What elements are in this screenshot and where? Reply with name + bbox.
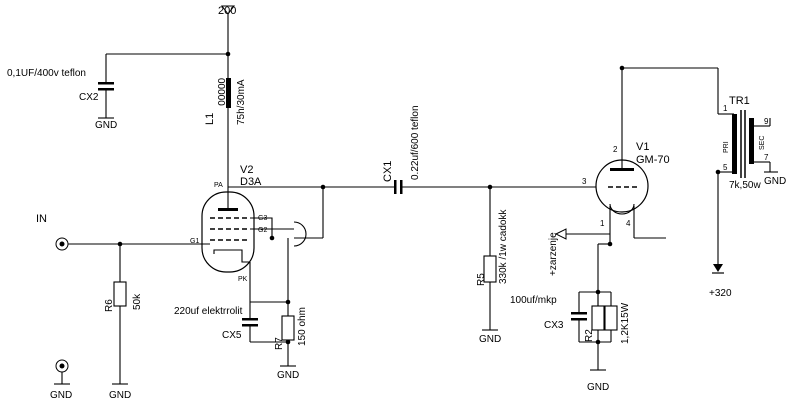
tr1-sec: SEC [759,136,766,150]
transformer-tr1: TR1 PRI SEC 1 5 9 7 7k,50w [718,95,770,191]
tube-v2: V2 D3A PA G3 G2 G1 PK [190,164,267,283]
v1-type: GM-70 [636,154,670,166]
r7-value: 150 ohm [297,307,308,346]
r5-ref: R5 [476,273,487,286]
cx5-value: 220uf elektrrolit [174,306,243,317]
supply-200-symbol: 200 [218,5,236,17]
cx1-ref: CX1 [382,161,394,182]
v2-pin-g2: G2 [258,227,267,234]
tr1-rating: 7k,50w [729,180,761,191]
v2-ref: V2 [240,164,253,176]
gnd-symbol-r6: GND [109,383,131,401]
cx2-value: 0,1UF/400v teflon [7,68,86,79]
l1-ref: L1 [204,113,216,125]
resistor-r7: R7 150 ohm [274,307,308,366]
tr1-pin-1: 1 [723,104,728,113]
r7-ref: R7 [274,337,285,350]
tr1-pin-9: 9 [764,117,769,126]
v2-pin-pk: PK [238,276,248,283]
filament-label: +zarzenje [548,232,559,276]
resistor-r2: R2 [584,292,605,342]
tr1-pri: PRI [723,141,730,153]
r2-value: 1,2K15W [620,302,631,344]
capacitor-cx2: 0,1UF/400v teflon CX2 [7,54,114,118]
inductor-l1: 00000 L1 75h/30mA [204,78,247,125]
input-label: IN [36,213,47,225]
cx3-value: 100uf/mkp [510,295,557,306]
gnd-symbol-r2: GND [587,369,609,393]
filament-supply: +zarzenje [548,228,610,276]
cx1-value: 0.22uf/600 teflon [410,105,421,180]
v2-pin-pa: PA [214,182,223,189]
gnd-label-r5: GND [479,334,501,345]
v1-pin-3: 3 [582,177,587,186]
gnd-symbol-r7: GND [277,365,299,381]
gnd-label-r2: GND [587,382,609,393]
v1-ref: V1 [636,141,649,153]
resistor-r2b: 1,2K15W [604,292,631,344]
tr1-pin-5: 5 [723,163,728,172]
supply-320-symbol: +320 [709,264,732,299]
r5-value: 330k /1w cadokk [498,209,509,284]
tr1-pin-7: 7 [764,153,769,162]
supply-320-label: +320 [709,288,732,299]
cx2-ref: CX2 [79,92,99,103]
gnd-symbol-cx2: GND [95,117,117,131]
resistor-r5: R5 330k /1w cadokk [476,187,509,330]
capacitor-cx5: 220uf elektrrolit CX5 [174,302,258,342]
gnd-label-jack: GND [50,390,72,401]
v2-pin-g1: G1 [190,238,199,245]
cx3-ref: CX3 [544,320,564,331]
gnd-label-r6: GND [109,390,131,401]
r2-ref: R2 [584,329,595,342]
gnd-label-cx2: GND [95,120,117,131]
resistor-r6: R6 50k [104,244,143,384]
l1-coil: 00000 [215,78,226,106]
v1-pin-2: 2 [613,145,618,154]
r6-ref: R6 [104,299,115,312]
tube-v1: V1 GM-70 2 3 1 4 [582,68,670,228]
gnd-label-tr1: GND [764,176,786,187]
capacitor-cx1: CX1 0.22uf/600 teflon [382,105,421,194]
v1-pin-1: 1 [600,219,605,228]
gnd-label-r7: GND [277,370,299,381]
v1-pin-4: 4 [626,219,631,228]
r6-value: 50k [132,293,143,310]
v2-type: D3A [240,176,262,188]
ground-jack: GND [50,359,72,401]
cx5-ref: CX5 [222,330,242,341]
supply-200-label: 200 [218,5,236,17]
gnd-symbol-r5: GND [479,329,501,345]
l1-value: 75h/30mA [236,79,247,125]
capacitor-cx3: 100uf/mkp CX3 [510,292,587,342]
tr1-ref: TR1 [729,95,750,107]
input-jack: IN [36,213,69,251]
